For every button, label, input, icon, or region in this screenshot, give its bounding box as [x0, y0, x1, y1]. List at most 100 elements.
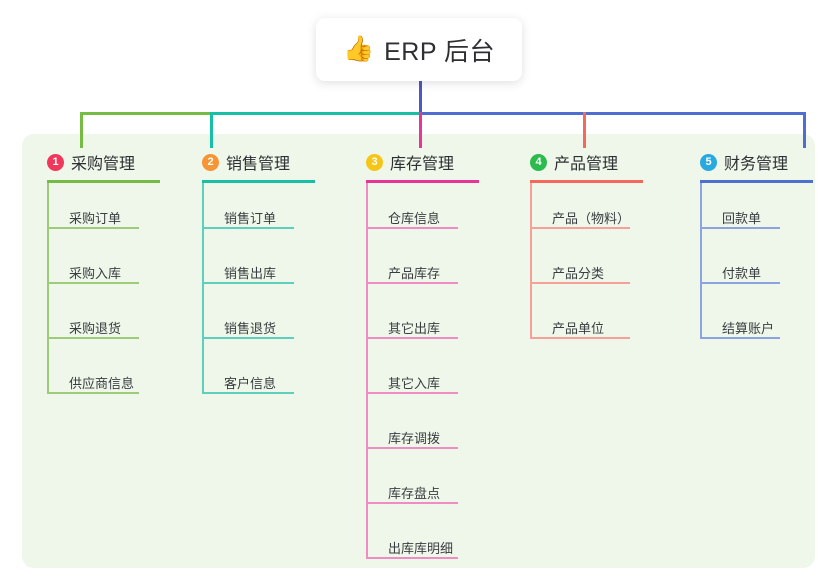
leaf-item[interactable]: 结算账户 [700, 318, 780, 339]
leaf-item[interactable]: 其它出库 [366, 318, 458, 339]
column-title-4: 产品管理 [554, 156, 619, 173]
leaf-item[interactable]: 供应商信息 [47, 373, 139, 394]
column-underline-5 [700, 180, 813, 183]
bus-segment-indigo [419, 112, 805, 115]
leaf-item[interactable]: 仓库信息 [366, 208, 458, 229]
column-header-2[interactable]: 2 销售管理 [202, 148, 290, 176]
leaf-item-label: 库存盘点 [388, 486, 441, 501]
column-1: 1 采购管理 [47, 148, 160, 183]
column-badge-4: 4 [530, 153, 547, 171]
leaf-item-label: 采购入库 [69, 266, 122, 281]
leaf-item[interactable]: 销售订单 [202, 208, 294, 229]
leaf-item-label: 结算账户 [722, 321, 775, 336]
column-spine-5 [700, 180, 702, 338]
leaf-item-underline [202, 282, 294, 284]
column-badge-1: 1 [47, 153, 64, 171]
leaf-item-underline [366, 227, 458, 229]
leaf-item-underline [530, 227, 630, 229]
leaf-item[interactable]: 其它入库 [366, 373, 458, 394]
root-stem-connector [419, 81, 422, 113]
leaf-item[interactable]: 产品库存 [366, 263, 458, 284]
leaf-item-underline [366, 392, 458, 394]
leaf-item-label: 销售订单 [224, 211, 277, 226]
leaf-item[interactable]: 库存调拨 [366, 428, 458, 449]
leaf-item[interactable]: 库存盘点 [366, 483, 458, 504]
diagram-panel [22, 134, 815, 568]
bus-segment-teal [210, 112, 422, 115]
leaf-item[interactable]: 销售出库 [202, 263, 294, 284]
drop-connector-col3 [419, 112, 422, 148]
leaf-item[interactable]: 采购入库 [47, 263, 139, 284]
leaf-item-label: 回款单 [722, 211, 762, 226]
leaf-item-label: 其它出库 [388, 321, 441, 336]
column-underline-3 [366, 180, 479, 183]
column-badge-2: 2 [202, 153, 219, 171]
leaf-item-underline [47, 282, 139, 284]
column-title-2: 销售管理 [226, 156, 291, 173]
leaf-item[interactable]: 产品单位 [530, 318, 630, 339]
leaf-item-underline [202, 392, 294, 394]
column-badge-3: 3 [366, 153, 383, 171]
leaf-item[interactable]: 客户信息 [202, 373, 294, 394]
column-2: 2 销售管理 [202, 148, 315, 183]
drop-connector-col5 [803, 112, 806, 148]
leaf-item[interactable]: 销售退货 [202, 318, 294, 339]
leaf-item-label: 销售出库 [224, 266, 277, 281]
column-title-1: 采购管理 [71, 156, 136, 173]
leaf-item-underline [202, 337, 294, 339]
leaf-item-label: 供应商信息 [69, 376, 135, 391]
drop-connector-col4 [583, 112, 586, 148]
column-header-4[interactable]: 4 产品管理 [530, 148, 618, 176]
leaf-item-underline [47, 227, 139, 229]
column-spine-1 [47, 180, 49, 393]
leaf-item-label: 库存调拨 [388, 431, 441, 446]
leaf-item-underline [366, 557, 458, 559]
leaf-item-label: 产品分类 [552, 266, 605, 281]
leaf-item[interactable]: 付款单 [700, 263, 780, 284]
column-spine-3 [366, 180, 368, 558]
leaf-item[interactable]: 出库库明细 [366, 538, 458, 559]
leaf-item-label: 产品（物料） [552, 211, 631, 226]
drop-connector-col2 [210, 112, 213, 148]
thumbs-up-icon: 👍 [342, 35, 375, 63]
leaf-item-label: 销售退货 [224, 321, 277, 336]
leaf-item[interactable]: 产品分类 [530, 263, 630, 284]
leaf-item-label: 出库库明细 [388, 541, 454, 556]
leaf-item-label: 付款单 [722, 266, 762, 281]
leaf-item-underline [366, 502, 458, 504]
leaf-item-underline [366, 447, 458, 449]
leaf-item-label: 产品单位 [552, 321, 605, 336]
leaf-item-underline [47, 337, 139, 339]
leaf-item-underline [202, 227, 294, 229]
column-badge-5: 5 [700, 153, 717, 171]
leaf-item[interactable]: 产品（物料） [530, 208, 630, 229]
column-header-3[interactable]: 3 库存管理 [366, 148, 454, 176]
leaf-item[interactable]: 采购订单 [47, 208, 139, 229]
column-4: 4 产品管理 [530, 148, 643, 183]
column-header-1[interactable]: 1 采购管理 [47, 148, 135, 176]
column-title-3: 库存管理 [390, 156, 455, 173]
leaf-item[interactable]: 回款单 [700, 208, 780, 229]
root-node-card[interactable]: 👍 ERP 后台 [316, 18, 522, 81]
bus-segment-green [80, 112, 212, 115]
leaf-item-label: 采购退货 [69, 321, 122, 336]
leaf-item-underline [530, 337, 630, 339]
drop-connector-col1 [80, 112, 83, 148]
column-spine-4 [530, 180, 532, 338]
root-node-title: ERP 后台 [384, 37, 496, 66]
leaf-item-underline [366, 282, 458, 284]
leaf-item-label: 产品库存 [388, 266, 441, 281]
leaf-item[interactable]: 采购退货 [47, 318, 139, 339]
column-title-5: 财务管理 [724, 156, 789, 173]
column-underline-1 [47, 180, 160, 183]
leaf-item-label: 采购订单 [69, 211, 122, 226]
column-underline-2 [202, 180, 315, 183]
column-underline-4 [530, 180, 643, 183]
leaf-item-underline [700, 282, 780, 284]
column-spine-2 [202, 180, 204, 393]
leaf-item-underline [47, 392, 139, 394]
leaf-item-underline [366, 337, 458, 339]
column-header-5[interactable]: 5 财务管理 [700, 148, 788, 176]
leaf-item-underline [700, 227, 780, 229]
